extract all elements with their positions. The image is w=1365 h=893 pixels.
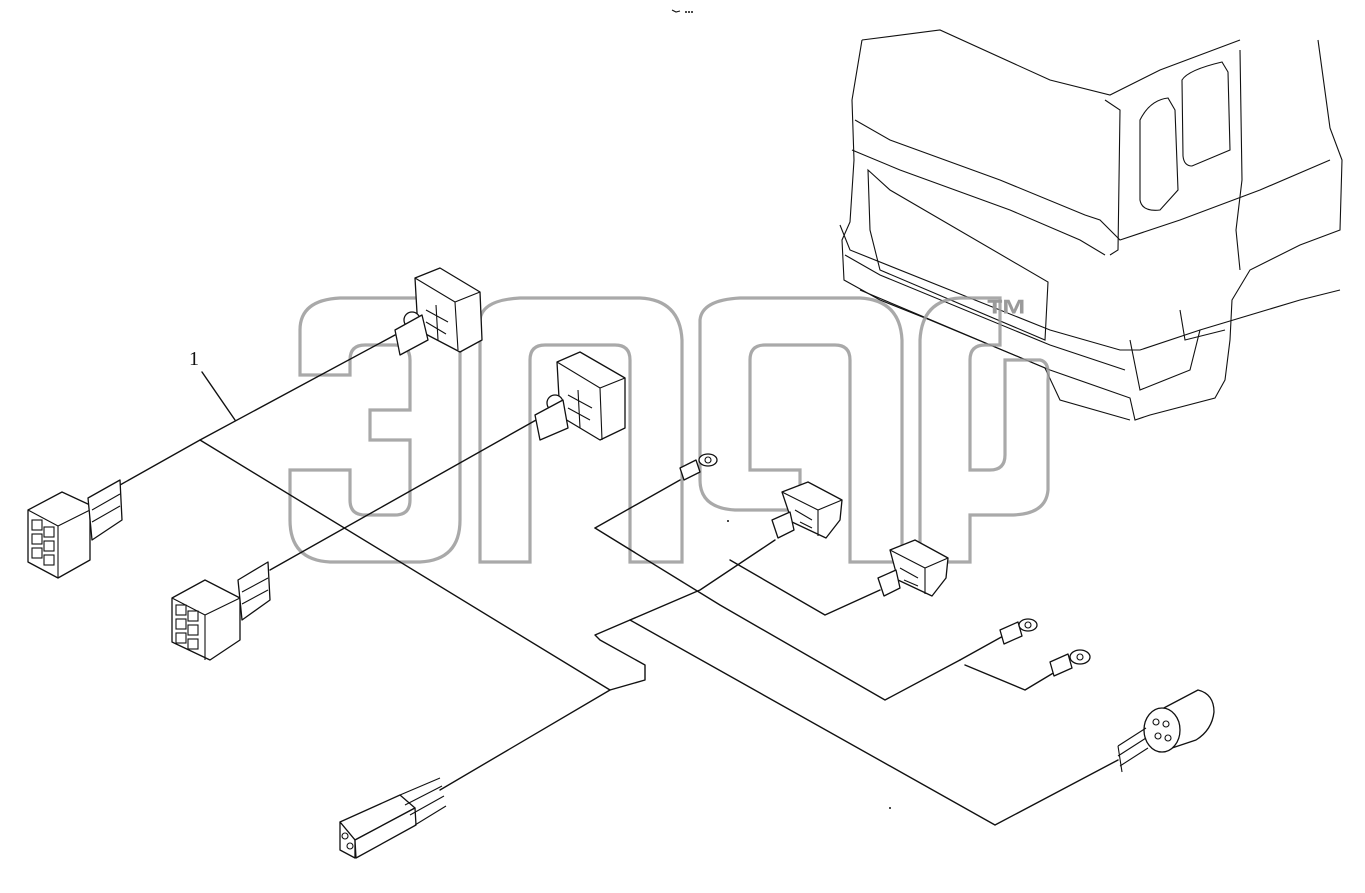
connector-center-socket	[771, 481, 843, 539]
header-mark	[671, 9, 693, 13]
callout-harness: 1	[189, 348, 236, 421]
connector-right-socket	[877, 539, 949, 597]
ring-terminal-right-1	[999, 618, 1038, 645]
connector-left-9pin	[27, 479, 123, 579]
callout-leader-line	[201, 371, 236, 421]
harness-wires	[119, 334, 1119, 826]
stray-dot	[727, 520, 729, 522]
connector-top-block	[394, 267, 483, 356]
stray-dot	[889, 807, 891, 809]
connector-bottom	[339, 777, 447, 859]
truck-cab-illustration	[839, 29, 1343, 421]
connector-middle-block	[534, 351, 626, 441]
callout-number: 1	[189, 348, 199, 370]
trademark-symbol: ™	[985, 291, 1029, 340]
ring-terminal-upper	[679, 453, 718, 481]
connector-round-right	[1117, 689, 1215, 773]
ring-terminal-right-2	[1049, 649, 1091, 677]
connector-lower-9pin	[171, 561, 271, 661]
